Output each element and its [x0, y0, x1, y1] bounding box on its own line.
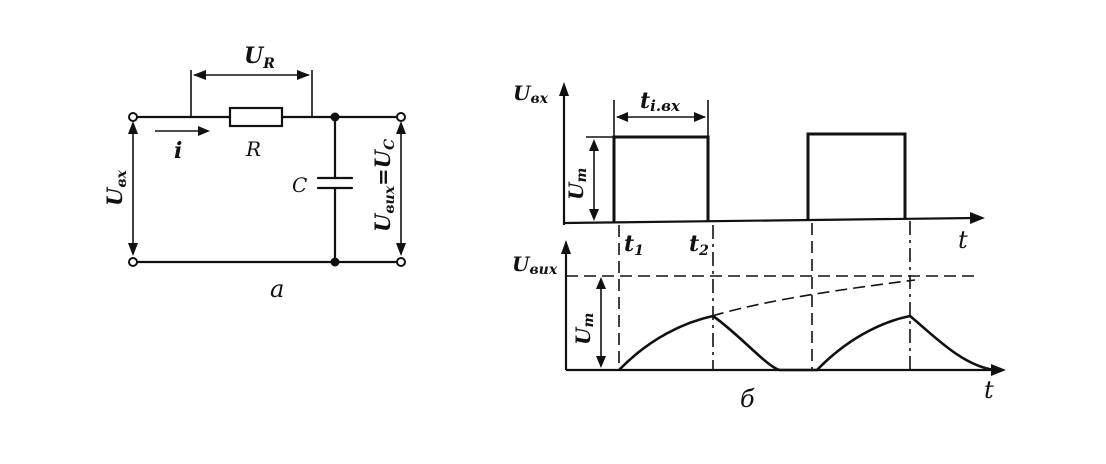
- charge-envelope-curve: [711, 279, 916, 317]
- output-y-axis-label: Uвих: [512, 252, 558, 278]
- input-amplitude-arrowhead-top: [589, 139, 599, 151]
- graphs-caption: б: [740, 385, 755, 413]
- output-terminal-top: [396, 112, 406, 122]
- output-terminal-bottom: [396, 257, 406, 267]
- output-x-axis-label: t: [984, 376, 994, 404]
- pulse-width-label: ti.вх: [640, 88, 681, 115]
- input-y-axis-label: Uвх: [513, 81, 549, 107]
- input-terminal-top: [128, 112, 138, 122]
- output-y-axis-arrowhead: [561, 240, 571, 254]
- output-response-curve: [618, 314, 996, 372]
- current-label: i: [174, 138, 182, 164]
- ur-arrowhead-left: [193, 70, 206, 80]
- input-pulse-2: [806, 132, 907, 221]
- input-voltage-arrowhead-top: [128, 121, 138, 134]
- resistor-symbol: [228, 106, 284, 128]
- output-amplitude-arrowhead-top: [596, 277, 606, 289]
- input-x-axis-label: t: [958, 226, 968, 254]
- output-x-axis-arrowhead: [991, 364, 1006, 376]
- ur-label: UR: [244, 43, 275, 72]
- pulse-width-arrowhead-right: [694, 112, 706, 122]
- pulse-width-arrowhead-left: [616, 112, 628, 122]
- resistor-label: R: [245, 137, 261, 161]
- output-voltage-graph: Uвих Um t б: [512, 221, 1006, 413]
- input-voltage-label: Uвх: [102, 169, 130, 206]
- output-voltage-arrowhead-top: [396, 121, 406, 134]
- capacitor-label: C: [292, 173, 307, 197]
- input-terminal-bottom: [128, 257, 138, 267]
- t2-label: t2: [689, 231, 709, 259]
- circuit-caption: а: [270, 275, 284, 303]
- input-voltage-graph: Uвх ti.вх Um t t1 t2: [513, 81, 985, 259]
- ur-arrowhead-right: [297, 70, 310, 80]
- output-voltage-arrowhead-bottom: [396, 243, 406, 256]
- output-amplitude-label: Um: [571, 313, 597, 345]
- rc-circuit-schematic: UR i R C Uвх Uвих=UC а: [102, 43, 406, 303]
- output-voltage-label: Uвих=UC: [370, 139, 398, 232]
- input-y-axis-arrowhead: [559, 82, 569, 96]
- input-voltage-arrowhead-bottom: [128, 243, 138, 256]
- t1-label: t1: [624, 231, 644, 259]
- input-amplitude-label: Um: [564, 168, 590, 200]
- current-arrowhead: [198, 126, 210, 136]
- input-pulse-1: [612, 135, 710, 223]
- input-amplitude-arrowhead-bottom: [589, 209, 599, 221]
- input-x-axis: [563, 216, 976, 225]
- output-amplitude-arrowhead-bottom: [596, 356, 606, 368]
- input-x-axis-arrowhead: [970, 212, 985, 224]
